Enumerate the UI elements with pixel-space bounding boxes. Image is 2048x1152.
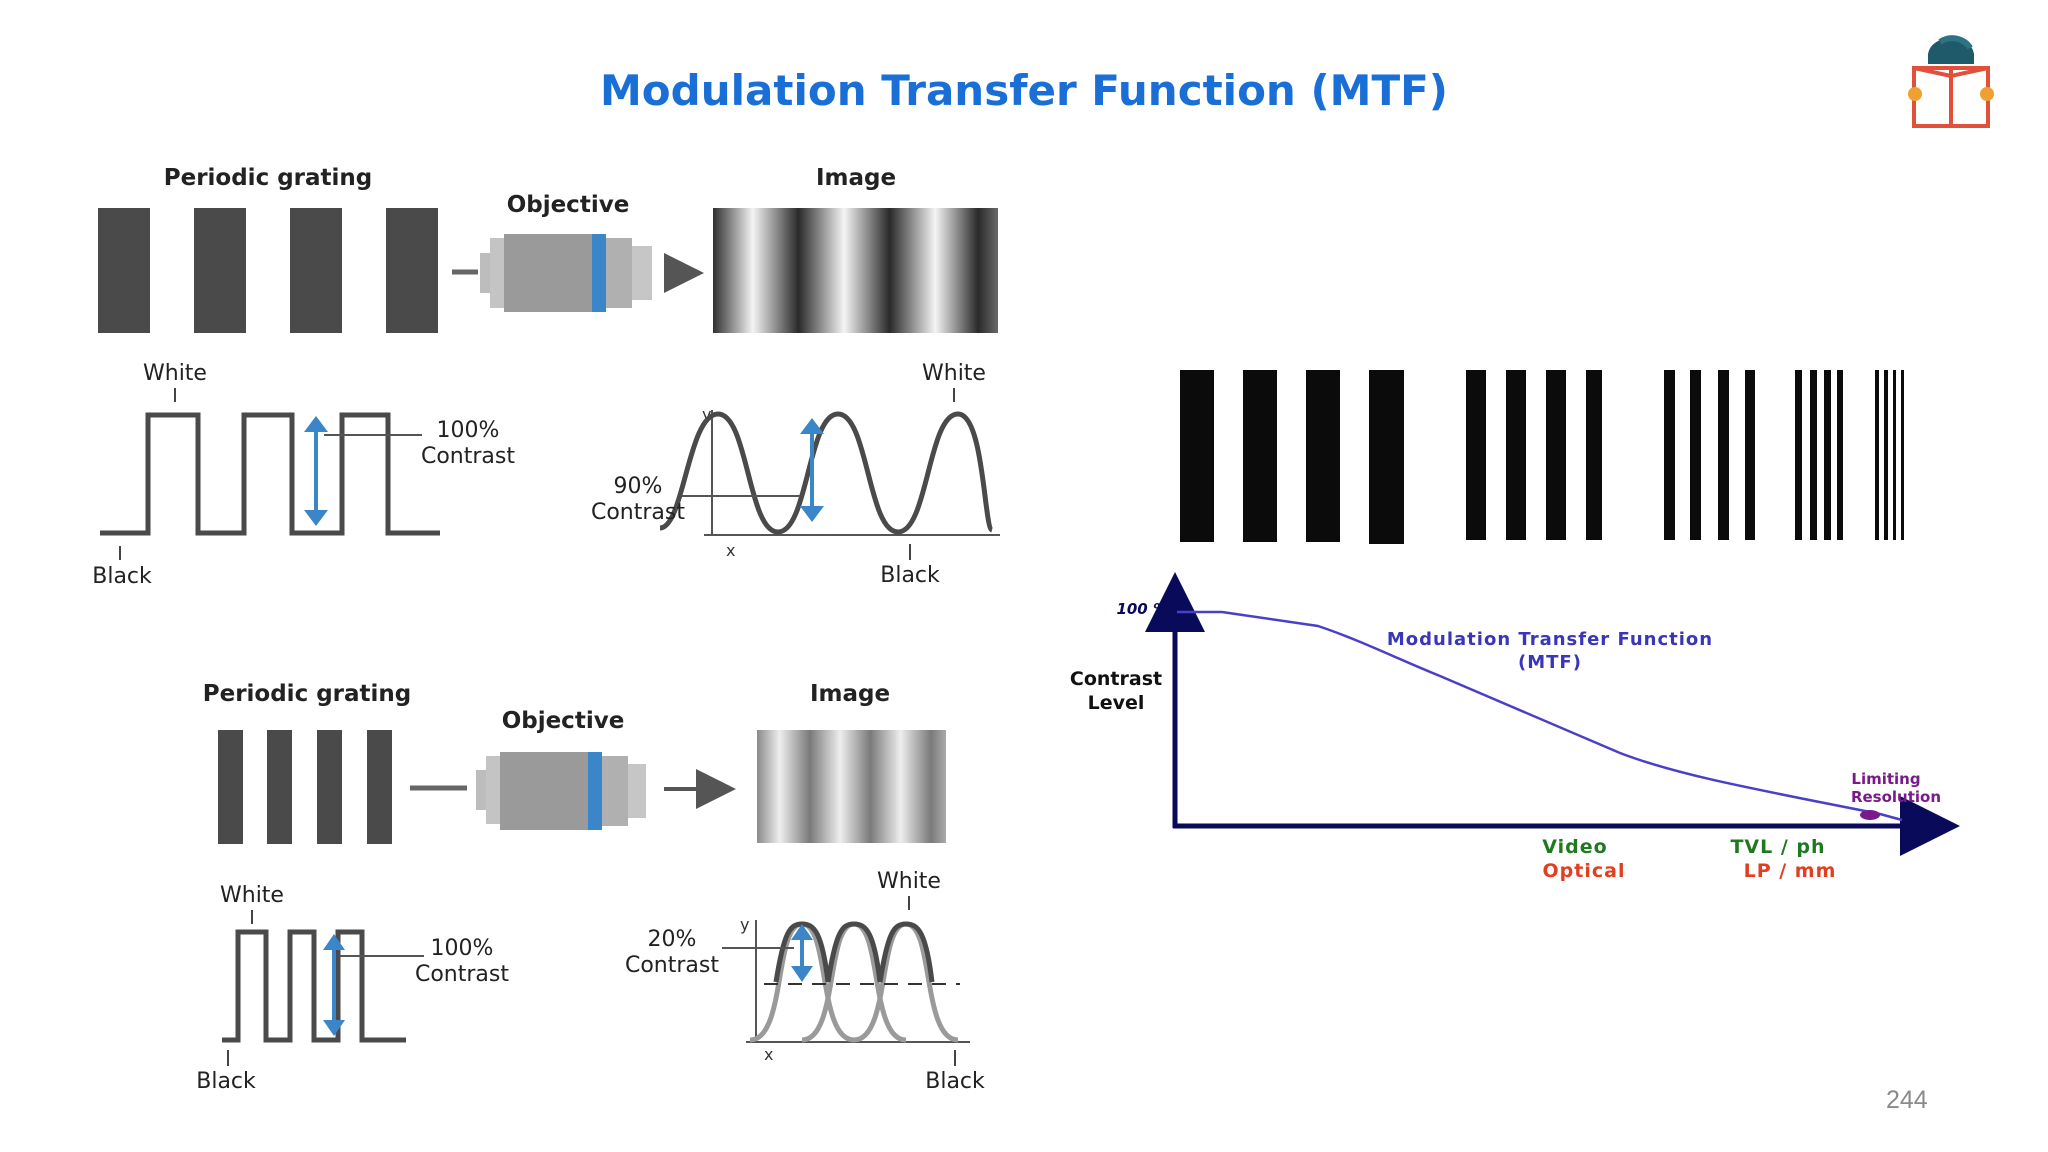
top-objective-lens — [480, 234, 652, 312]
top-output-black-label: Black — [880, 563, 940, 588]
mtf-chart: 100 % Contrast Level Modulation Transfer… — [1070, 370, 1960, 882]
bottom-output-bump-curves — [749, 921, 959, 1043]
bottom-image-label: Image — [810, 681, 890, 707]
top-grating-label: Periodic grating — [164, 165, 373, 191]
resolution-bar-target — [1180, 370, 1904, 544]
x-label-video: Video — [1542, 836, 1607, 858]
top-grating-diagram: Periodic grating Objective Image White B… — [92, 165, 1000, 589]
bottom-axis-y-label: y — [740, 915, 749, 934]
top-input-contrast-word: Contrast — [421, 444, 515, 469]
top-output-sine-wave — [659, 411, 995, 535]
mtf-y-axis-label-2: Level — [1088, 692, 1145, 714]
top-input-black-label: Black — [92, 564, 152, 589]
top-input-contrast-arrow — [304, 416, 328, 526]
bottom-output-contrast-pct: 20% — [648, 927, 697, 952]
bottom-input-contrast-arrow — [323, 934, 345, 1036]
x-label-optical: Optical — [1543, 860, 1626, 882]
limiting-resolution-marker — [1860, 810, 1880, 820]
bottom-periodic-grating — [218, 730, 392, 844]
mtf-curve — [1177, 610, 1903, 822]
top-periodic-grating — [98, 208, 438, 333]
bottom-input-square-wave — [222, 929, 406, 1043]
bottom-output-image — [757, 730, 946, 843]
top-output-white-label: White — [922, 361, 986, 386]
bottom-output-contrast-word: Contrast — [625, 953, 719, 978]
top-output-image — [713, 208, 998, 333]
top-image-label: Image — [816, 165, 896, 191]
mtf-curve-label-2: (MTF) — [1518, 652, 1582, 673]
bottom-output-contrast-arrow — [791, 924, 813, 982]
page-number: 244 — [1886, 1086, 1928, 1114]
top-output-contrast-arrow — [800, 418, 824, 522]
bottom-objective-lens — [476, 752, 646, 830]
mtf-y-top-label: 100 % — [1116, 600, 1168, 618]
top-axis-x-label: x — [726, 541, 735, 560]
bottom-axis-x-label: x — [764, 1045, 773, 1064]
mtf-curve-label-1: Modulation Transfer Function — [1387, 629, 1713, 650]
bottom-input-black-label: Black — [196, 1069, 256, 1094]
top-input-square-wave — [100, 412, 440, 536]
limiting-label-2: Resolution — [1851, 788, 1941, 806]
reading-person-icon — [1908, 35, 1994, 128]
bottom-input-white-label: White — [220, 883, 284, 908]
bottom-output-black-label: Black — [925, 1069, 985, 1094]
slide-title: Modulation Transfer Function (MTF) — [600, 66, 1448, 115]
bottom-input-contrast-pct: 100% — [431, 936, 494, 961]
x-unit-tvl: TVL / ph — [1730, 836, 1825, 858]
top-objective-label: Objective — [507, 192, 630, 218]
bottom-input-contrast-word: Contrast — [415, 962, 509, 987]
bottom-grating-label: Periodic grating — [203, 681, 412, 707]
top-output-contrast-word: Contrast — [591, 500, 685, 525]
top-output-contrast-pct: 90% — [614, 474, 663, 499]
limiting-label-1: Limiting — [1851, 770, 1920, 788]
bottom-objective-label: Objective — [502, 708, 625, 734]
top-axis-y-label: y — [702, 405, 711, 424]
bottom-grating-diagram: Periodic grating Objective Image White B… — [196, 681, 985, 1094]
mtf-y-axis-label-1: Contrast — [1070, 668, 1162, 690]
top-input-white-label: White — [143, 361, 207, 386]
top-input-contrast-pct: 100% — [437, 418, 500, 443]
bottom-output-white-label: White — [877, 869, 941, 894]
x-unit-lp: LP / mm — [1744, 860, 1837, 882]
